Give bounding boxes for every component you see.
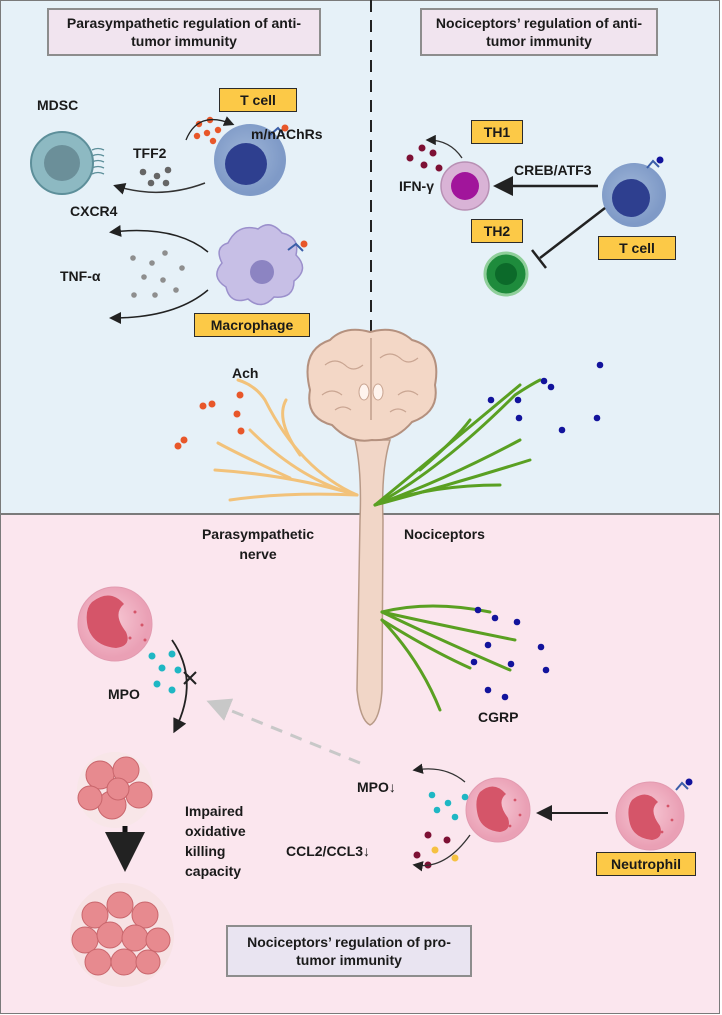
title-nociceptors-pro: Nociceptors’ regulation of pro-tumor imm… xyxy=(226,925,472,977)
label-ach: Ach xyxy=(232,365,259,381)
tcell-right xyxy=(602,156,666,227)
label-ccl: CCL2/CCL3↓ xyxy=(286,843,371,859)
tnf-arrow-up xyxy=(109,225,209,253)
label-cgrp: CGRP xyxy=(478,709,519,725)
label-mdsc: MDSC xyxy=(37,97,79,113)
spinal-cord xyxy=(354,439,392,726)
label-nociceptors: Nociceptors xyxy=(404,526,485,542)
mpo-dots-left xyxy=(148,650,182,694)
label-creb: CREB/ATF3 xyxy=(514,162,592,178)
title-nociceptors-anti-text: Nociceptors’ regulation of anti-tumor im… xyxy=(435,15,643,49)
label-tff2: TFF2 xyxy=(133,145,167,161)
tcell-left xyxy=(214,124,289,196)
tag-tcell-left: T cell xyxy=(219,88,297,112)
dashed-grey-arrow xyxy=(206,698,361,765)
nociceptor-fibers-top xyxy=(373,378,542,507)
neutrophil-right xyxy=(615,778,693,851)
nociceptor-fibers-bottom xyxy=(380,604,517,712)
mpo-dots-right xyxy=(428,791,469,821)
tag-th1: TH1 xyxy=(471,120,523,144)
label-machrs: m/nAChRs xyxy=(251,126,323,142)
th2-inhibition-bar xyxy=(531,249,547,269)
label-mpo-down: MPO↓ xyxy=(357,779,396,795)
tcell-feedback-arrow xyxy=(185,116,235,141)
label-cxcr4: CXCR4 xyxy=(70,203,118,219)
brain xyxy=(306,328,438,442)
ach-dots xyxy=(174,391,245,450)
tumor-small xyxy=(77,752,153,828)
label-tnf: TNF-α xyxy=(60,268,101,284)
neutrophil-left xyxy=(77,586,153,662)
tumor-large xyxy=(70,883,174,987)
label-mpo-left: MPO xyxy=(108,686,140,702)
tag-neutrophil: Neutrophil xyxy=(596,852,696,876)
tnf-dots xyxy=(130,250,185,298)
parasympathetic-fibers xyxy=(213,378,359,502)
ccl-dots xyxy=(413,831,459,869)
tff2-dots xyxy=(139,166,172,187)
th1-cell xyxy=(440,161,490,211)
tag-tcell-right: T cell xyxy=(598,236,676,260)
th2-inhibition-line xyxy=(539,207,606,259)
label-impaired: Impaired oxidative killing capacity xyxy=(185,803,246,879)
macrophage-cell xyxy=(216,224,308,306)
block-cross xyxy=(183,671,197,685)
title-nociceptors-pro-text: Nociceptors’ regulation of pro-tumor imm… xyxy=(247,934,451,968)
tag-macrophage: Macrophage xyxy=(194,313,310,337)
label-ifn: IFN-γ xyxy=(399,178,434,194)
tnf-arrow-down xyxy=(109,289,209,324)
title-parasympathetic: Parasympathetic regulation of anti-tumor… xyxy=(47,8,321,56)
cgrp-dots-bottom xyxy=(470,606,550,701)
mdsc-cell xyxy=(30,131,105,195)
tag-th2: TH2 xyxy=(471,219,523,243)
cgrp-dots-top xyxy=(487,361,604,434)
neutrophil-middle xyxy=(465,777,531,843)
tff2-arrow xyxy=(113,182,206,195)
mpo-release-arrow xyxy=(412,763,466,783)
ifn-dots xyxy=(406,144,443,172)
title-parasympathetic-text: Parasympathetic regulation of anti-tumor… xyxy=(66,15,302,49)
th2-cell xyxy=(483,251,529,297)
title-nociceptors-anti: Nociceptors’ regulation of anti-tumor im… xyxy=(420,8,658,56)
ccl-release-arrow xyxy=(412,834,471,872)
label-para-nerve: Parasympathetic nerve xyxy=(201,526,315,562)
ach-release-dots-tcell xyxy=(193,116,222,145)
ifn-arrow xyxy=(425,134,463,159)
